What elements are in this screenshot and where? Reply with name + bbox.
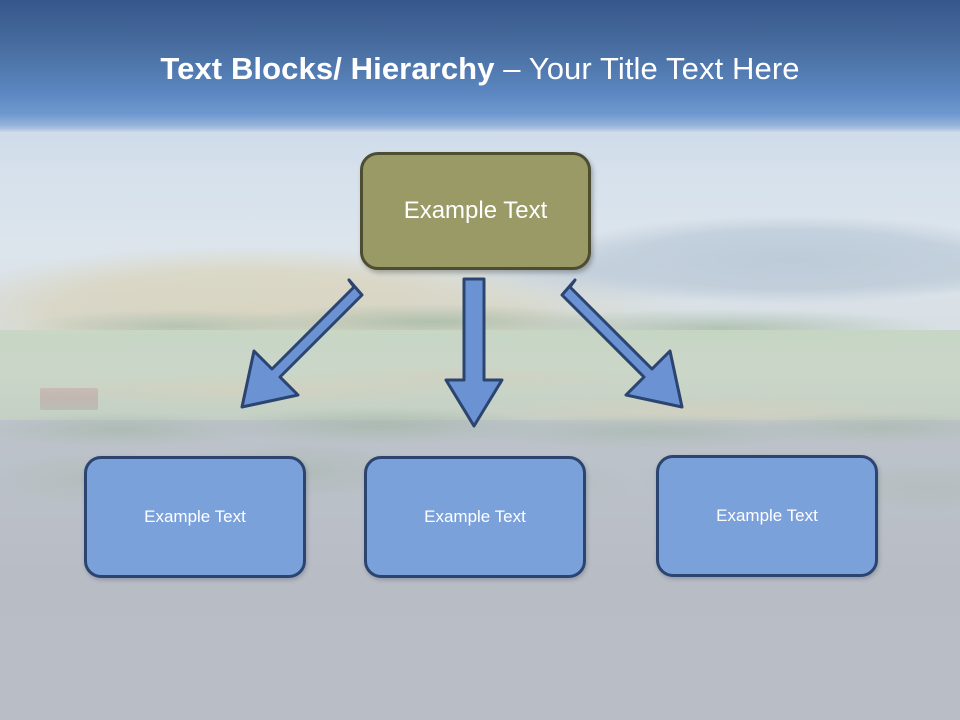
hierarchy-child-node-3[interactable]: Example Text [656, 455, 878, 577]
title-band: Text Blocks/ Hierarchy – Your Title Text… [0, 0, 960, 132]
hierarchy-child-node-3-label: Example Text [716, 506, 818, 525]
background-treeline-upper [0, 292, 960, 350]
arrow-down-left-icon [240, 278, 364, 409]
background-field-strips [0, 360, 960, 446]
arrow-down-right-icon [560, 278, 684, 409]
hierarchy-child-node-1-label: Example Text [144, 507, 246, 526]
page-title-bold: Text Blocks/ Hierarchy [160, 51, 504, 86]
background-barn [40, 388, 98, 410]
hierarchy-child-node-1[interactable]: Example Text [84, 456, 306, 578]
background-meadow [0, 330, 960, 420]
page-title: Text Blocks/ Hierarchy – Your Title Text… [0, 50, 960, 88]
page-title-normal: – Your Title Text Here [503, 51, 800, 86]
arrow-down-icon [444, 277, 504, 428]
background-treeline-lower [0, 398, 960, 458]
hierarchy-child-node-2-label: Example Text [424, 507, 526, 526]
hierarchy-child-node-2[interactable]: Example Text [364, 456, 586, 578]
hierarchy-top-node[interactable]: Example Text [360, 152, 591, 270]
hierarchy-top-node-label: Example Text [403, 197, 548, 224]
